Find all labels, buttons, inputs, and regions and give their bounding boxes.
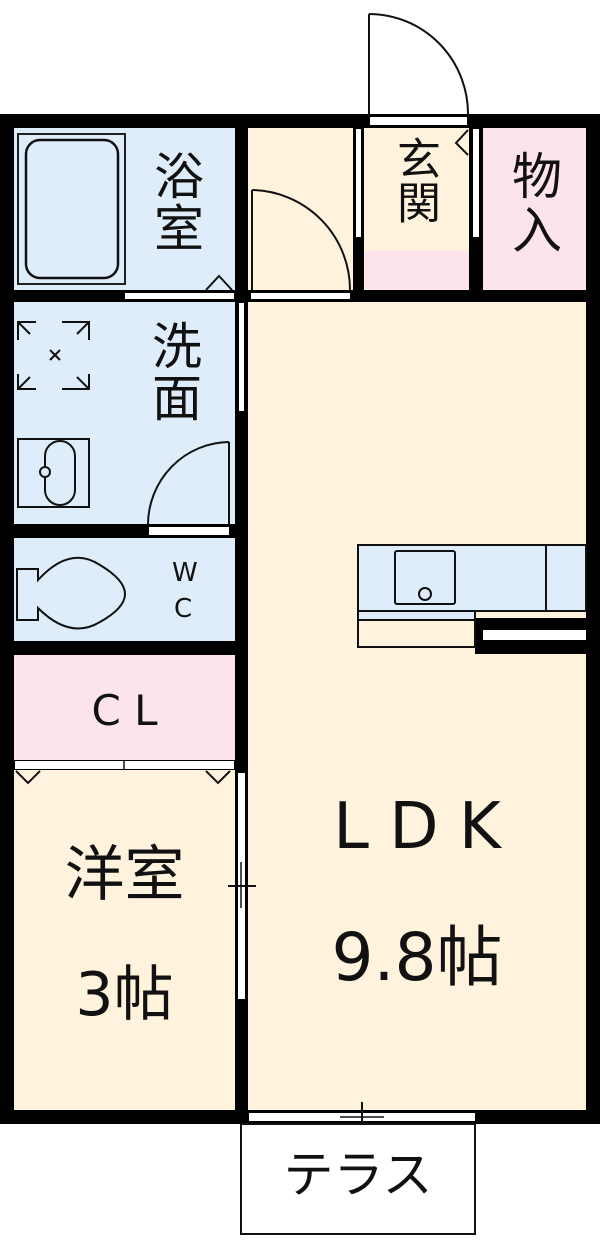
- closet-door-marker-right-icon: [205, 770, 231, 785]
- terrace-label: テラス: [283, 1146, 433, 1204]
- wall-right: [586, 114, 600, 1124]
- wall-left: [0, 114, 14, 1124]
- storage-label: 物入: [504, 150, 562, 258]
- toilet-label-c: C: [174, 594, 193, 624]
- toilet-icon: [16, 556, 127, 630]
- washroom-label: 洗面: [144, 320, 202, 424]
- bath-door-slot: [124, 292, 235, 300]
- washroom: [14, 302, 235, 524]
- bath-label: 浴室: [146, 150, 204, 254]
- washing-machine-space-icon: [17, 321, 90, 390]
- toilet-label-w: W: [172, 558, 198, 588]
- bathtub-icon: [17, 133, 126, 285]
- entrance-label: 玄関: [389, 136, 440, 224]
- wall-wc-cl: [14, 641, 235, 655]
- entrance-step: [364, 251, 469, 290]
- terrace-outline: [240, 1123, 476, 1235]
- bath-door-marker-icon: [205, 274, 233, 291]
- hall-door-swing-icon: [251, 189, 352, 292]
- kitchen-counter-icon: [357, 544, 587, 648]
- entrance-side-slot-right: [472, 128, 480, 238]
- wash-door-slot: [148, 526, 230, 536]
- closet-room: [14, 655, 235, 760]
- western-room-size: 3帖: [75, 960, 174, 1030]
- closet-label: C L: [91, 686, 158, 735]
- ldk-room: [248, 302, 586, 1110]
- ldk-label: L D K: [333, 790, 501, 864]
- hall-door-slot: [250, 292, 351, 300]
- wash-basin-icon: [17, 438, 90, 508]
- entrance-side-slot-left: [355, 128, 362, 238]
- western-room-label: 洋室: [64, 840, 185, 910]
- entrance-door-slot: [369, 116, 468, 126]
- closet-door-marker-left-icon: [15, 770, 41, 785]
- western-room: [14, 770, 235, 1110]
- kitchen-stub-slot: [483, 630, 586, 640]
- entrance-marker-icon: [454, 129, 469, 156]
- entrance-room: [364, 128, 469, 251]
- entrance-door-swing-icon: [368, 13, 470, 117]
- ldk-size: 9.8帖: [331, 919, 503, 996]
- hall-area: [248, 128, 353, 290]
- wash-door-swing-icon: [147, 441, 230, 526]
- center-window-upper: [238, 302, 245, 412]
- storage-room: [483, 128, 586, 290]
